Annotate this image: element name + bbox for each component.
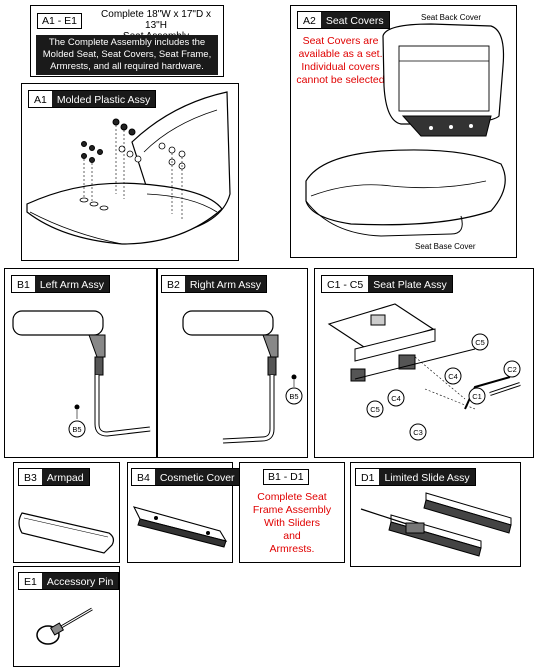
part-label: Seat Covers [320,12,389,28]
armpad-tag: B3 Armpad [18,468,90,486]
note-line-3: Armrests, and all required hardware. [50,61,204,72]
molded-plastic-tag: A1 Molded Plastic Assy [28,90,157,108]
callout-c1: C1 [472,392,482,401]
right-arm-tag: B2 Right Arm Assy [161,275,268,293]
cosmetic-cover-tag: B4 Cosmetic Cover [131,468,241,486]
cosmetic-cover-panel[interactable]: B4 Cosmetic Cover [127,462,241,563]
part-id: D1 [356,469,380,485]
armpad-panel[interactable]: B3 Armpad [13,462,120,563]
callout-b5: B5 [289,392,298,401]
limited-slide-drawing [360,492,512,557]
part-id: B2 [162,276,185,292]
seat-frame-assembly-panel[interactable]: B1 - D1 Complete Seat Frame Assembly Wit… [239,462,345,563]
left-arm-drawing: B5 [12,310,151,438]
complete-assembly-panel[interactable]: A1 - E1 Complete 18"W x 17"D x 13"H Seat… [30,5,224,77]
limited-slide-tag: D1 Limited Slide Assy [355,468,476,486]
part-label: Seat Plate Assy [368,276,452,292]
complete-assembly-id: A1 - E1 [37,13,83,29]
part-label: Accessory Pin [41,573,119,589]
part-id: B1 [12,276,35,292]
seat-frame-assembly-id: B1 - D1 [263,469,309,485]
part-id: E1 [19,573,42,589]
note-line-1: The Complete Assembly includes the [48,37,206,48]
part-label: Cosmetic Cover [154,469,240,485]
accessory-pin-panel[interactable]: E1 Accessory Pin [13,566,120,667]
armpad-drawing [18,512,115,554]
right-arm-panel[interactable]: B2 Right Arm Assy B5 [157,268,308,458]
right-arm-drawing: B5 [182,310,303,444]
seat-frame-assembly-note: Complete Seat Frame Assembly With Slider… [242,491,342,556]
callout-c5: C5 [475,338,485,347]
part-id: B4 [132,469,155,485]
accessory-pin-tag: E1 Accessory Pin [18,572,120,590]
seat-plate-drawing: C5 C4 C2 C1 C5 C4 C3 [327,303,521,441]
title-line-1: Complete 18"W x 17"D x 13"H [101,9,211,31]
cosmetic-cover-drawing [132,506,228,548]
part-id: C1 - C5 [322,276,369,292]
seat-covers-tag: A2 Seat Covers [297,11,390,29]
accessory-pin-drawing [36,607,93,645]
note-line-2: available as a set. [298,48,383,60]
note-line-1: Complete Seat [257,491,327,503]
part-label: Right Arm Assy [184,276,267,292]
callout-b5: B5 [72,425,81,434]
note-line-5: Armrests. [269,543,315,555]
part-label: Left Arm Assy [34,276,110,292]
callout-c5: C5 [370,405,380,414]
part-id: A1 [29,91,52,107]
callout-c4: C4 [448,372,458,381]
note-line-3: Individual covers [301,61,380,73]
seat-back-cover-label: Seat Back Cover [421,13,482,22]
seat-plate-panel[interactable]: C1 - C5 Seat Plate Assy C5 C4 C2 C1 C5 C… [314,268,534,458]
seat-base-cover-label: Seat Base Cover [415,242,476,251]
note-line-2: Frame Assembly [252,504,332,516]
molded-plastic-panel[interactable]: A1 Molded Plastic Assy [21,83,239,261]
note-line-2: Molded Seat, Seat Covers, Seat Frame, [42,49,212,60]
note-line-1: Seat Covers are [302,35,379,47]
seat-covers-drawing [305,23,506,237]
part-label: Molded Plastic Assy [51,91,156,107]
callout-c2: C2 [507,365,517,374]
callout-c3: C3 [413,428,423,437]
limited-slide-panel[interactable]: D1 Limited Slide Assy [350,462,521,567]
left-arm-tag: B1 Left Arm Assy [11,275,111,293]
note-line-4: cannot be selected [296,74,385,86]
complete-assembly-note: The Complete Assembly includes the Molde… [36,35,218,75]
part-id: B3 [19,469,42,485]
part-id: A2 [298,12,321,28]
note-line-3: With Sliders [263,517,320,529]
seat-covers-note: Seat Covers are available as a set. Indi… [293,35,388,87]
part-label: Armpad [41,469,89,485]
part-label: Limited Slide Assy [379,469,475,485]
note-line-4: and [283,530,301,542]
seat-covers-panel[interactable]: A2 Seat Covers Seat Covers are available… [290,5,517,258]
callout-c4: C4 [391,394,401,403]
seat-plate-tag: C1 - C5 Seat Plate Assy [321,275,453,293]
left-arm-panel[interactable]: B1 Left Arm Assy B5 [4,268,157,458]
molded-plastic-drawing [26,91,231,245]
